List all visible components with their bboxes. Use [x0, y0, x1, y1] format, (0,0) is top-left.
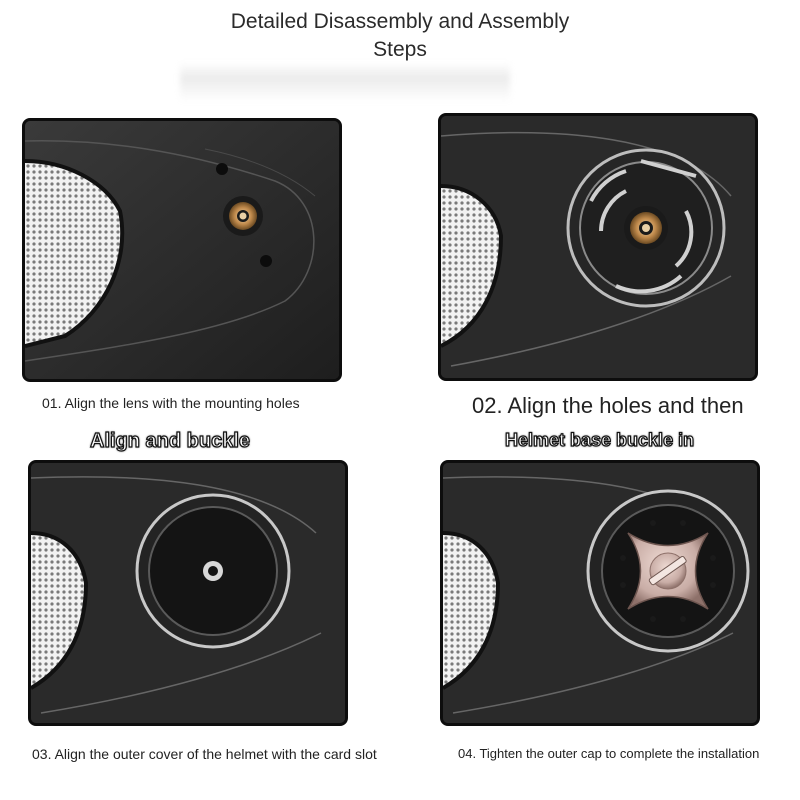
step-1-overlay-label: Align and buckle	[89, 429, 251, 452]
step-1-caption: 01. Align the lens with the mounting hol…	[42, 395, 300, 411]
step-2-image	[438, 113, 758, 381]
blurred-watermark	[180, 62, 510, 102]
step-4-caption: 04. Tighten the outer cap to complete th…	[458, 746, 760, 761]
step-4-illustration	[443, 463, 757, 723]
step-1-illustration	[25, 121, 339, 379]
page-title: Detailed Disassembly and Assembly Steps	[0, 8, 800, 64]
title-line-1: Detailed Disassembly and Assembly	[230, 10, 570, 33]
step-3-image	[28, 460, 348, 726]
step-2-caption: 02. Align the holes and then	[472, 393, 744, 418]
step-4-image	[440, 460, 760, 726]
step-2-overlay-label: Helmet base buckle in	[504, 429, 695, 450]
step-1-image	[22, 118, 342, 382]
title-line-2: Steps	[373, 38, 427, 61]
step-3-illustration	[31, 463, 345, 723]
step-2-illustration	[441, 116, 755, 378]
step-3-caption: 03. Align the outer cover of the helmet …	[32, 746, 377, 762]
